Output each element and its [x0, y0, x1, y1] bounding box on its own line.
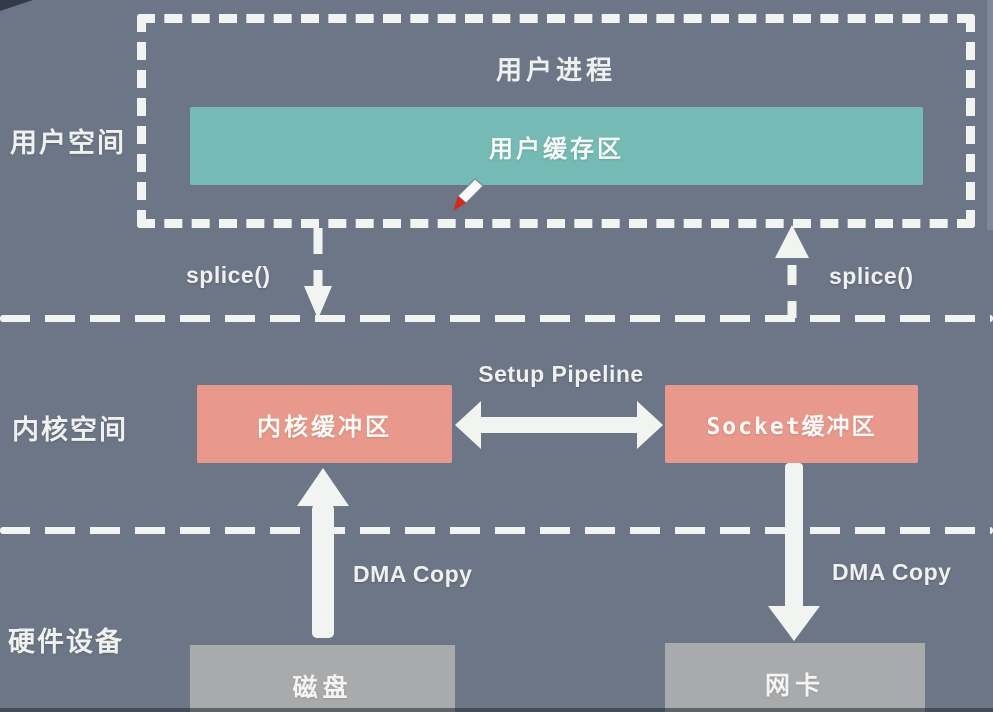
disk-box: 磁盘: [190, 645, 455, 712]
user-buffer-box: 用户缓存区: [190, 107, 923, 185]
dma-up-arrow-icon: [297, 468, 349, 638]
kernel-hardware-boundary-line: [0, 527, 993, 534]
splice-right-label: splice(): [829, 263, 914, 289]
kernel-buffer-box: 内核缓冲区: [197, 385, 452, 463]
disk-label: 磁盘: [292, 674, 353, 702]
kernel-buffer-label: 内核缓冲区: [257, 413, 392, 441]
dma-copy-right-label: DMA Copy: [832, 559, 952, 585]
bottom-edge-vignette: [0, 708, 993, 712]
socket-buffer-label: Socket缓冲区: [706, 414, 877, 440]
kernel-space-layer-label: 内核空间: [12, 415, 128, 445]
user-process-label: 用户进程: [495, 55, 616, 85]
pen-cursor-icon: [453, 178, 484, 211]
socket-buffer-box: Socket缓冲区: [665, 385, 918, 463]
pipeline-double-arrow-icon: [455, 401, 663, 449]
user-buffer-label: 用户缓存区: [489, 135, 624, 163]
dma-down-arrow-icon: [768, 463, 820, 641]
hardware-layer-label: 硬件设备: [8, 627, 124, 657]
right-edge-highlight: [987, 0, 993, 230]
splice-left-label: splice(): [186, 262, 271, 288]
user-process-box: [137, 14, 975, 228]
corner-notch-decoration: [0, 0, 33, 11]
user-space-layer-label: 用户空间: [10, 128, 126, 158]
splice-up-arrow-icon: [775, 225, 809, 318]
user-kernel-boundary-line: [0, 315, 993, 322]
setup-pipeline-label: Setup Pipeline: [478, 361, 644, 387]
nic-label: 网卡: [764, 672, 825, 700]
splice-down-arrow-icon: [304, 228, 332, 319]
dma-copy-left-label: DMA Copy: [353, 561, 473, 587]
nic-box: 网卡: [665, 643, 925, 712]
